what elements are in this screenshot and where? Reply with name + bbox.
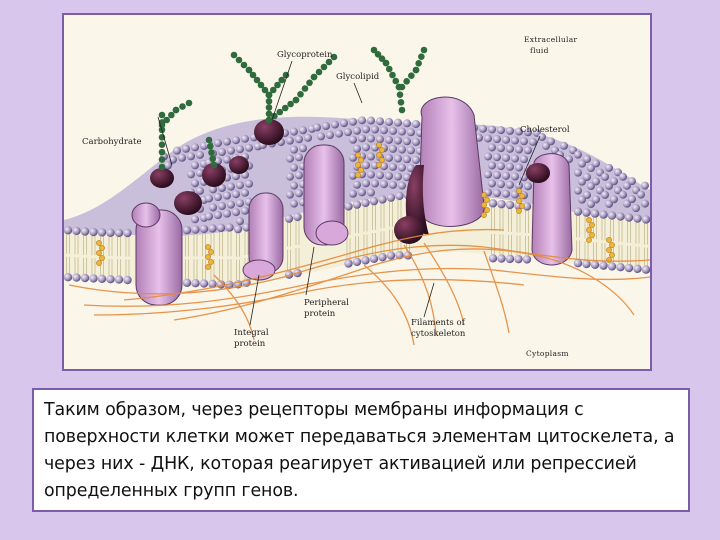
label-cytoplasm: Cytoplasm [526, 349, 569, 358]
integral-protein [526, 153, 573, 266]
label-integral-2: protein [234, 339, 266, 349]
caption-text: Таким образом, через рецепторы мембраны … [44, 400, 675, 501]
label-filaments: Filaments of [411, 318, 466, 328]
label-extracellular-2: fluid [530, 46, 549, 55]
integral-protein [131, 202, 183, 306]
label-leader-lines [157, 60, 541, 326]
membrane-diagram: Extracellular fluid Glycoprotein Glycoli… [62, 13, 652, 371]
cholesterol-molecules [96, 142, 615, 270]
label-carbohydrate: Carbohydrate [82, 137, 142, 147]
label-filaments-2: cytoskeleton [411, 329, 466, 339]
label-integral: Integral [234, 328, 269, 338]
label-glycoprotein: Glycoprotein [277, 50, 333, 60]
integral-protein [303, 144, 349, 246]
carbohydrate-chains [158, 46, 428, 171]
label-glycolipid: Glycolipid [336, 72, 380, 82]
label-extracellular: Extracellular [524, 35, 578, 44]
integral-protein [405, 96, 485, 235]
label-peripheral: Peripheral [304, 298, 349, 308]
caption-box: Таким образом, через рецепторы мембраны … [32, 388, 690, 512]
label-cholesterol: Cholesterol [520, 125, 570, 135]
cytoskeleton-filaments [68, 228, 650, 346]
label-peripheral-2: protein [304, 309, 336, 319]
